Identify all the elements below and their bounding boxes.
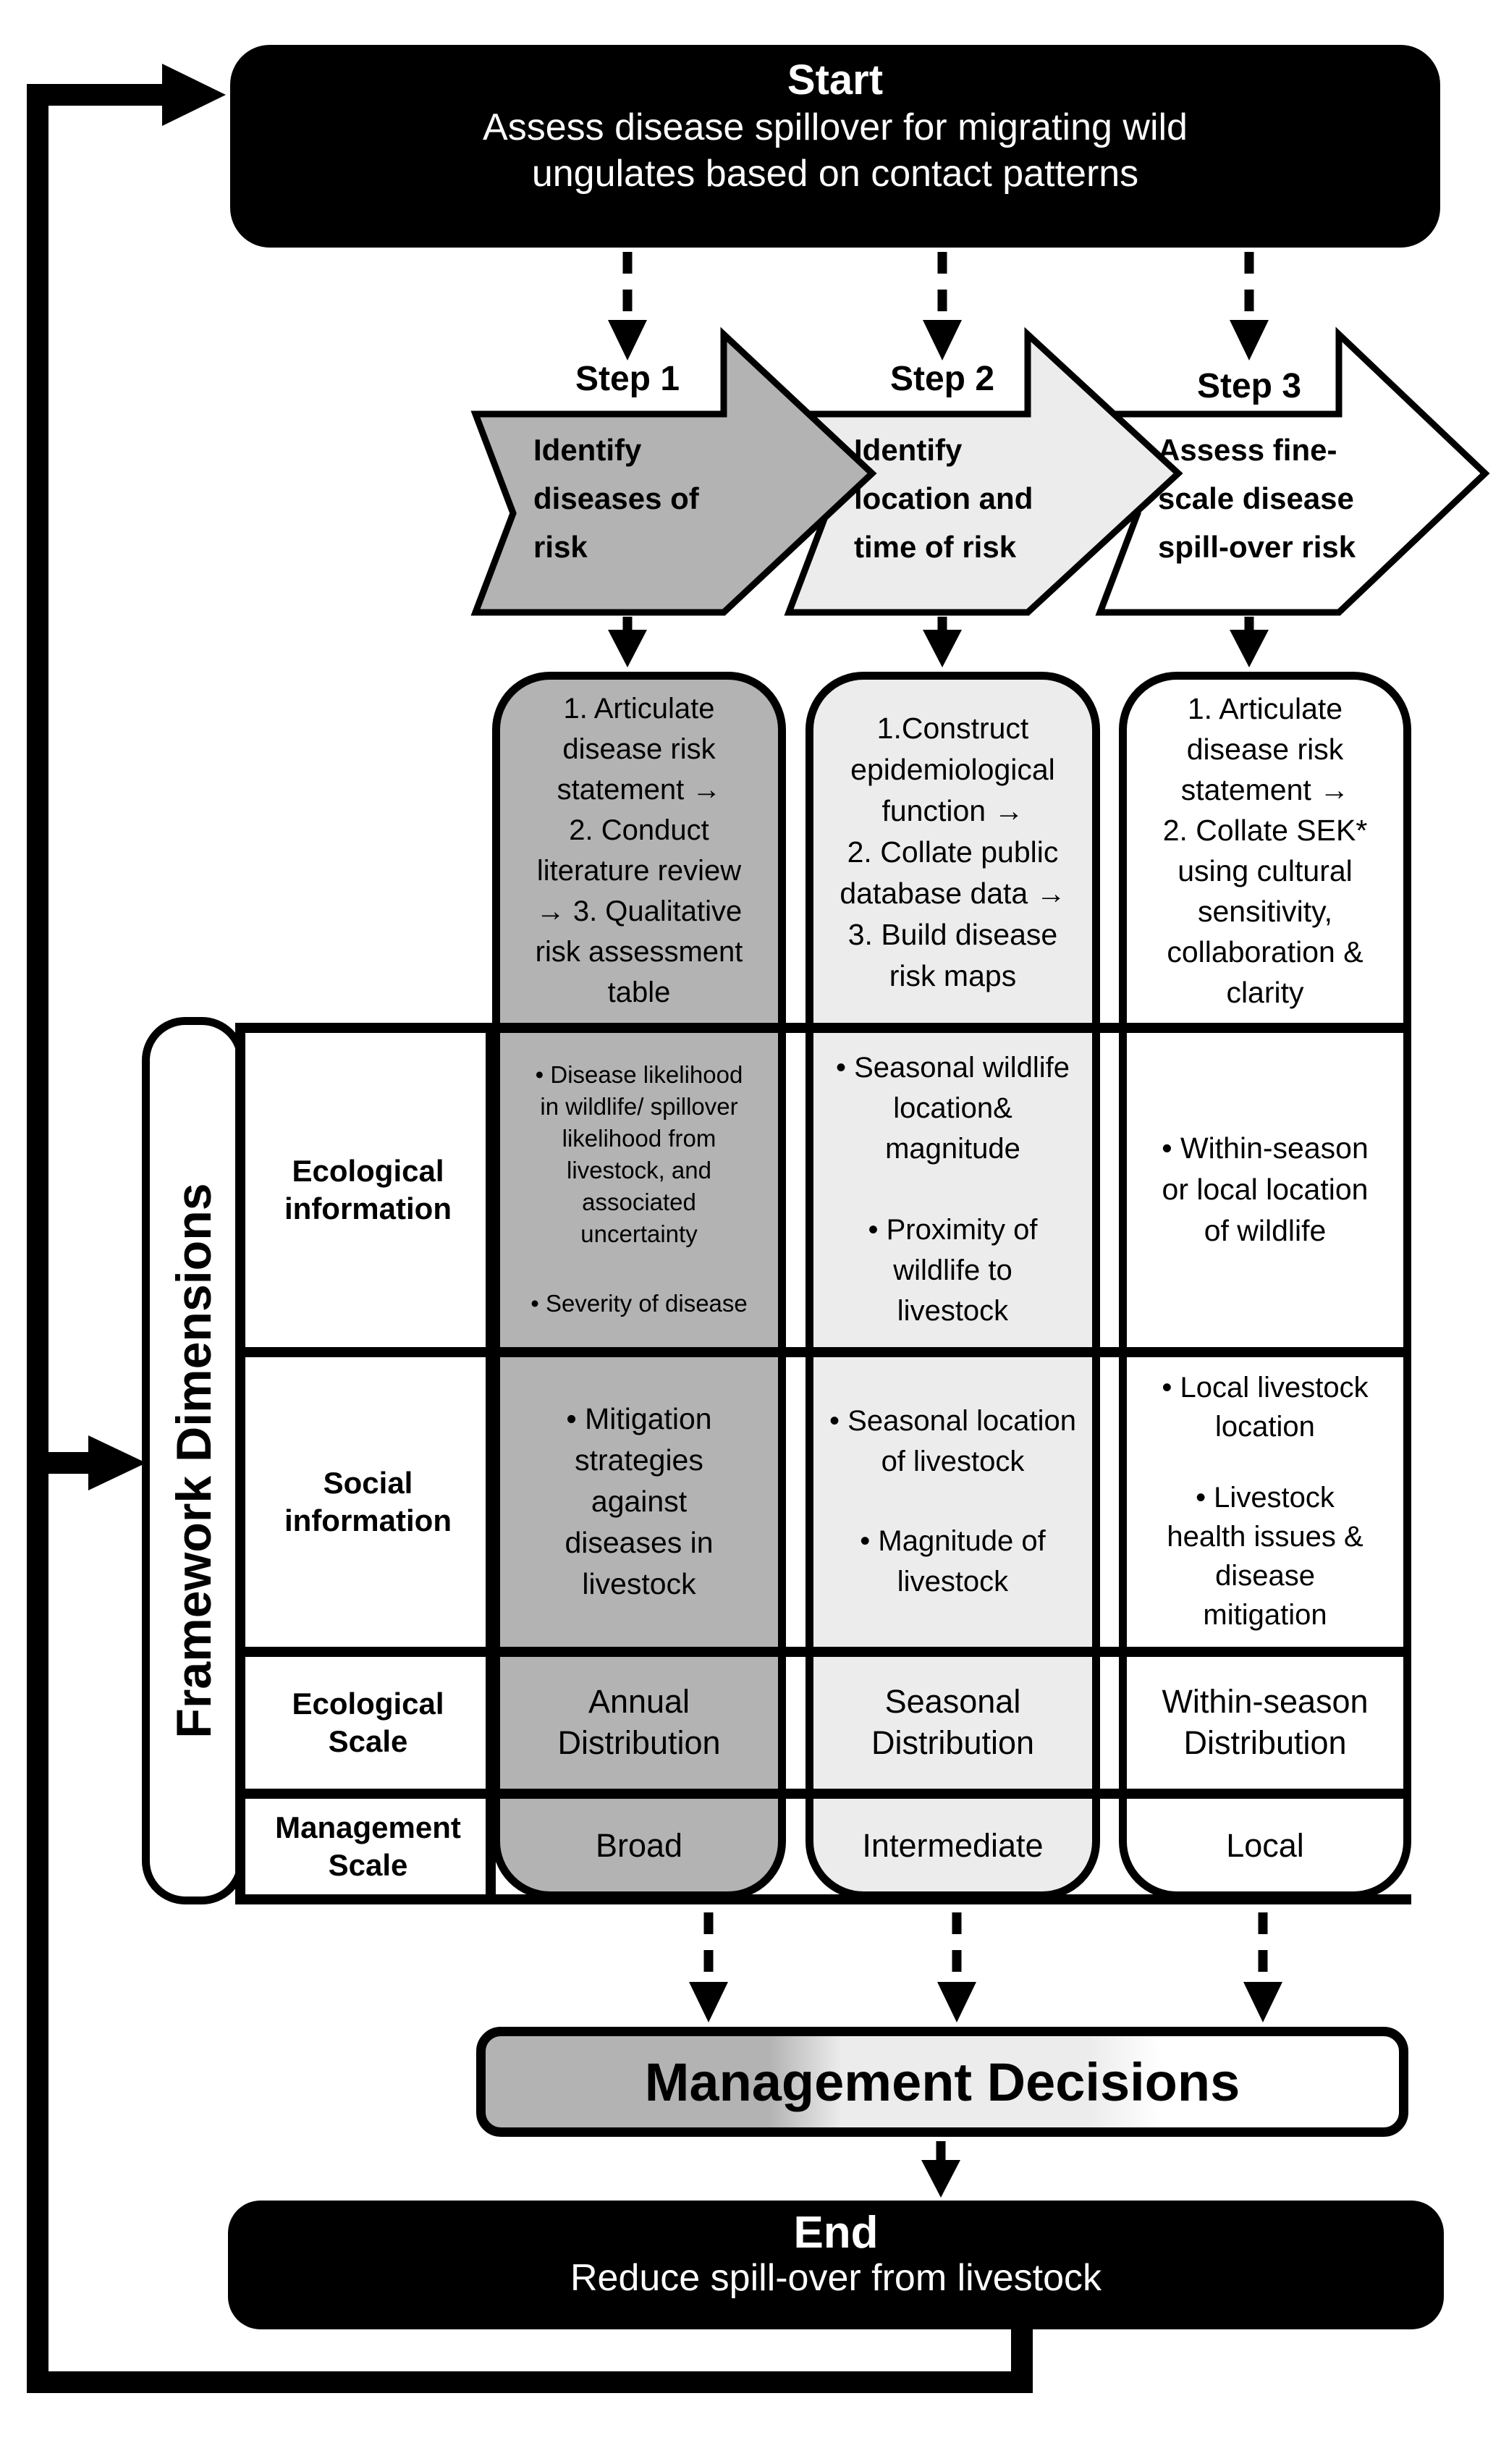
cell-social-info-col2: • Seasonal location of livestock • Magni… bbox=[813, 1361, 1092, 1642]
cell-eco-info-col2: • Seasonal wildlife location& magnitude … bbox=[813, 1037, 1092, 1342]
column-3-tasks: 1. Articulate disease risk statement → 2… bbox=[1162, 692, 1368, 1009]
bullet-item: • Severity of disease bbox=[530, 1290, 748, 1317]
cell-eco-scale-col2: Seasonal Distribution bbox=[871, 1683, 1035, 1761]
loop-arrowhead-into-framework-icon bbox=[88, 1435, 146, 1490]
bullet-item: • Within-season or local location of wil… bbox=[1162, 1131, 1369, 1247]
end-subtitle: Reduce spill-over from livestock bbox=[570, 2257, 1102, 2299]
end-title: End bbox=[793, 2208, 879, 2258]
bullet-item: • Livestock health issues & disease miti… bbox=[1167, 1482, 1363, 1631]
row-label-ecological-scale: Ecological Scale bbox=[292, 1687, 444, 1758]
management-decisions-node: Management Decisions bbox=[476, 2027, 1408, 2137]
management-decisions-label: Management Decisions bbox=[644, 2051, 1240, 2112]
step-3-text: Assess fine- scale disease spill-over ri… bbox=[1158, 433, 1356, 564]
step-1-label: Step 1 bbox=[575, 360, 680, 398]
step-2-text: Identify location and time of risk bbox=[854, 433, 1033, 564]
bullet-item: • Proximity of wildlife to livestock bbox=[868, 1214, 1038, 1327]
column-2-tasks: 1.Construct epidemiological function → 2… bbox=[840, 712, 1066, 992]
cell-social-info-col3: • Local livestock location • Livestock h… bbox=[1127, 1361, 1403, 1642]
cell-mgmt-scale-col1: Broad bbox=[595, 1827, 683, 1864]
row-label-social-information: Social information bbox=[284, 1466, 452, 1537]
bullet-item: • Local livestock location bbox=[1162, 1372, 1369, 1443]
bullet-item: • Disease likelihood in wildlife/ spillo… bbox=[535, 1061, 743, 1247]
start-title: Start bbox=[787, 56, 884, 104]
cell-eco-scale-col1: Annual Distribution bbox=[557, 1683, 721, 1761]
start-subtitle: Assess disease spillover for migrating w… bbox=[483, 106, 1188, 195]
cell-eco-info-col1: • Disease likelihood in wildlife/ spillo… bbox=[500, 1037, 778, 1342]
step-1-text: Identify diseases of risk bbox=[533, 433, 699, 564]
cell-eco-scale-col3: Within-season Distribution bbox=[1162, 1683, 1369, 1761]
bullet-item: • Mitigation strategies against diseases… bbox=[565, 1401, 714, 1600]
row-label-management-scale: Management Scale bbox=[275, 1810, 461, 1882]
row-label-ecological-information: Ecological information bbox=[284, 1154, 452, 1225]
framework-sidebar: Framework Dimensions bbox=[142, 1017, 245, 1904]
cell-mgmt-scale-col3: Local bbox=[1226, 1827, 1304, 1864]
bullet-item: • Magnitude of livestock bbox=[860, 1525, 1046, 1598]
end-node: End Reduce spill-over from livestock bbox=[228, 2201, 1444, 2329]
cell-social-info-col1: • Mitigation strategies against diseases… bbox=[500, 1361, 778, 1642]
column-1-tasks: 1. Articulate disease risk statement → 2… bbox=[535, 693, 743, 1008]
start-node: Start Assess disease spillover for migra… bbox=[230, 45, 1440, 248]
cell-mgmt-scale-col2: Intermediate bbox=[862, 1827, 1044, 1864]
bullet-item: • Seasonal location of livestock bbox=[829, 1405, 1076, 1477]
framework-sidebar-label: Framework Dimensions bbox=[166, 1183, 221, 1739]
bullet-item: • Seasonal wildlife location& magnitude bbox=[835, 1052, 1070, 1165]
loop-arrowhead-into-start-icon bbox=[162, 64, 226, 126]
step-3-label: Step 3 bbox=[1196, 367, 1302, 405]
step-2-label: Step 2 bbox=[889, 360, 995, 398]
cell-eco-info-col3: • Within-season or local location of wil… bbox=[1127, 1037, 1403, 1342]
